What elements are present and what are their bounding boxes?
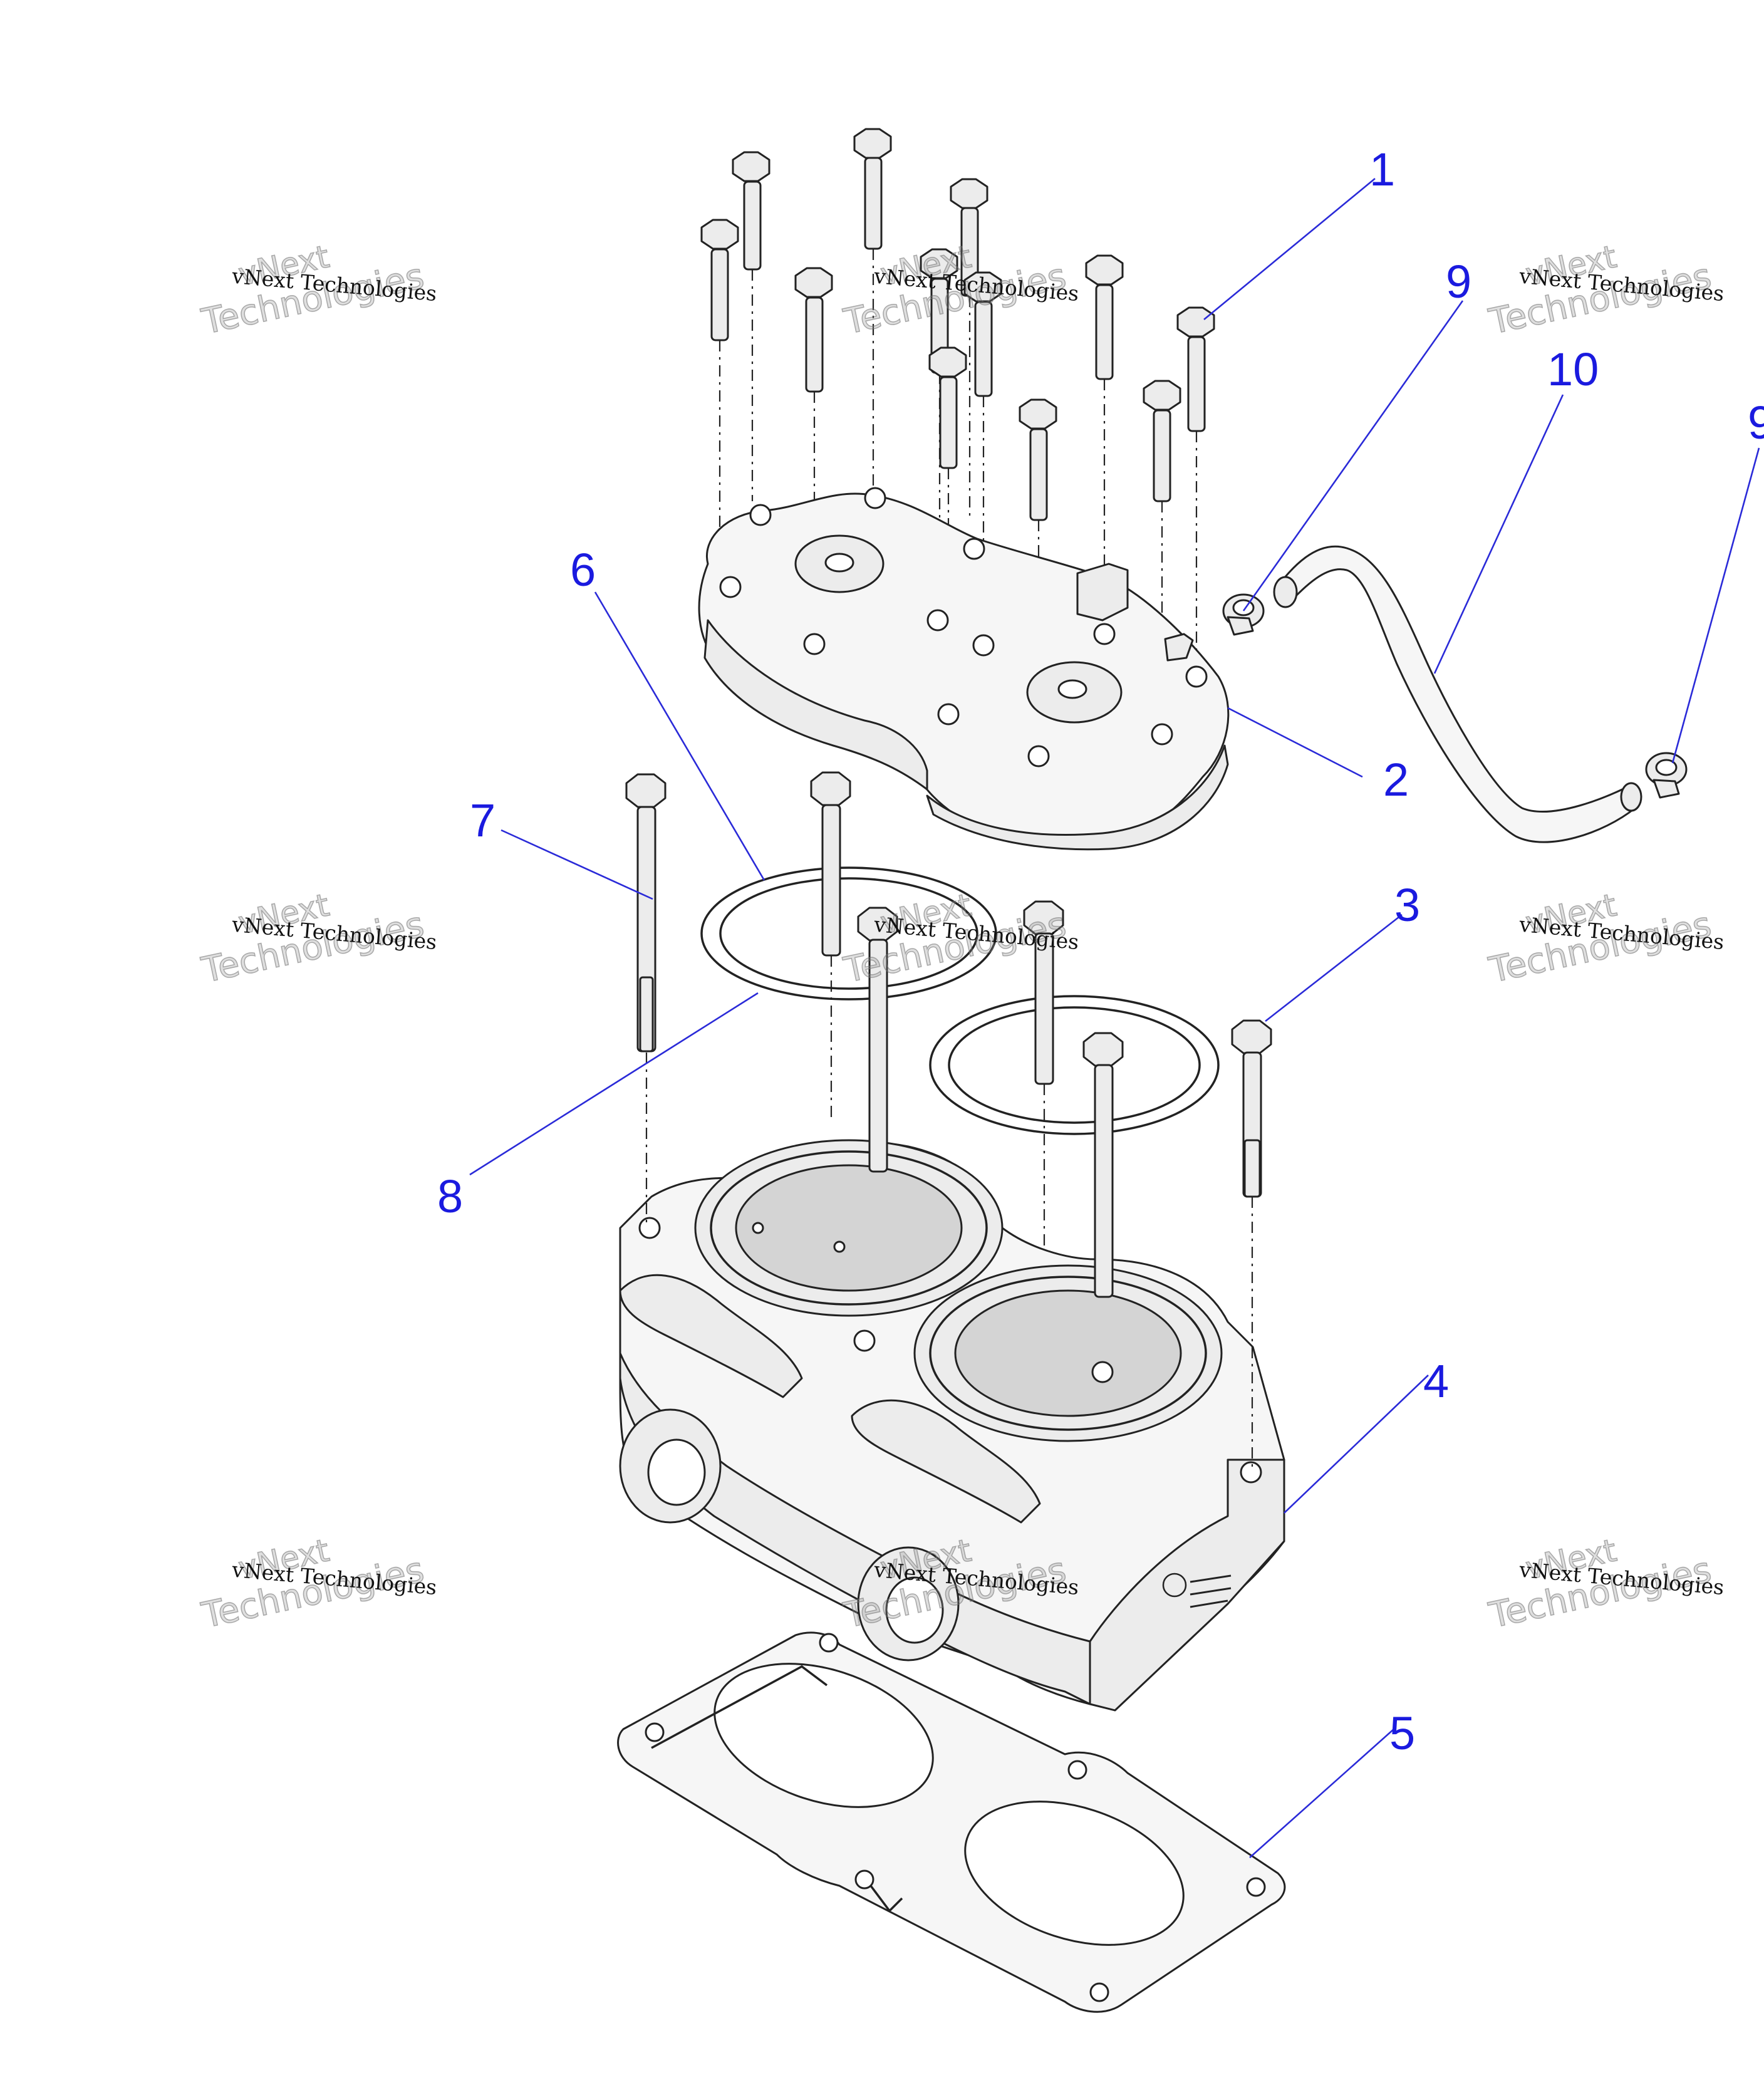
callout-5: 5 xyxy=(1389,1707,1415,1759)
cylinder-stud xyxy=(1082,1032,1124,1298)
callout-1: 1 xyxy=(1369,143,1395,195)
leader-9a xyxy=(1242,300,1464,611)
head-gasket-rings xyxy=(700,866,1220,1135)
callout-7: 7 xyxy=(470,794,495,846)
leader-lines xyxy=(469,177,1760,1858)
head-bolt xyxy=(853,128,892,489)
watermark: vNext Technologies vNext Technologies xyxy=(198,887,438,992)
watermark: vNext Technologies vNext Technologies xyxy=(840,887,1081,992)
head-bolt xyxy=(794,267,833,620)
callout-3: 3 xyxy=(1394,879,1420,931)
cylinder-stud xyxy=(1023,900,1064,1247)
base-gasket xyxy=(617,1631,1286,2013)
cylinder-head xyxy=(698,487,1230,851)
callout-2: 2 xyxy=(1383,754,1409,806)
cylinder-stud xyxy=(857,907,898,1173)
watermark: vNext Technologies vNext Technologies xyxy=(1485,887,1726,992)
watermark: vNext Technologies vNext Technologies xyxy=(840,238,1081,343)
leader-7 xyxy=(501,829,653,900)
leader-10 xyxy=(1433,394,1564,674)
hose-clamp-lower xyxy=(1645,752,1688,799)
leader-4 xyxy=(1284,1375,1429,1514)
watermark: vNext Technologies vNext Technologies xyxy=(1485,1532,1726,1637)
watermark: vNext Technologies vNext Technologies xyxy=(198,1532,438,1637)
callout-numbers: 1 2 3 4 5 6 7 8 9 9 10 xyxy=(437,143,1764,1759)
cylinder-stud xyxy=(625,773,667,1228)
callout-10: 10 xyxy=(1547,343,1599,395)
watermark: vNext Technologies vNext Technologies xyxy=(840,1532,1081,1637)
leader-5 xyxy=(1249,1729,1394,1858)
head-bolt xyxy=(732,151,770,501)
callout-9-upper: 9 xyxy=(1446,256,1471,308)
head-bolt xyxy=(950,178,988,520)
leader-2 xyxy=(1227,707,1363,778)
leader-6 xyxy=(594,591,765,881)
leader-9b xyxy=(1671,447,1760,764)
cylinder-stud xyxy=(1231,1019,1272,1472)
leader-8 xyxy=(469,992,759,1176)
head-bolt xyxy=(1176,306,1215,677)
casting-stamp xyxy=(1162,1573,1232,1608)
head-bolt xyxy=(700,219,739,564)
callout-9-lower: 9 xyxy=(1748,397,1764,449)
coolant-hose xyxy=(1273,545,1642,843)
cylinder-studs xyxy=(625,771,1272,1472)
watermark: vNext Technologies vNext Technologies xyxy=(198,238,438,343)
cylinder-stud xyxy=(810,771,851,1121)
leader-1 xyxy=(1203,177,1376,321)
callout-6: 6 xyxy=(570,544,596,596)
callout-8: 8 xyxy=(437,1170,463,1222)
hose-clamp-upper xyxy=(1222,593,1265,636)
leader-3 xyxy=(1265,913,1403,1022)
callout-4: 4 xyxy=(1423,1355,1449,1407)
cylinder-block xyxy=(619,1139,1285,1712)
watermark: vNext Technologies vNext Technologies xyxy=(1485,238,1726,343)
